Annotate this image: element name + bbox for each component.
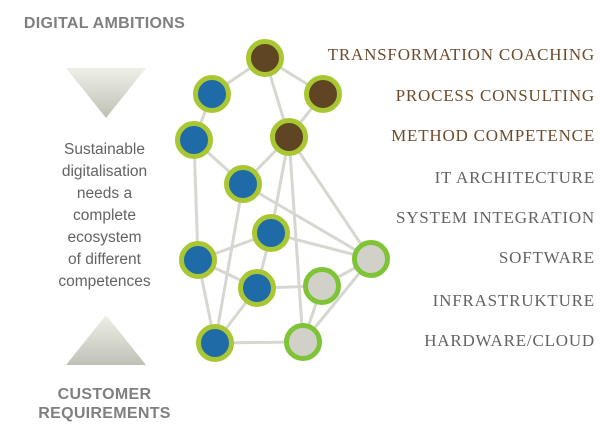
network-node-blue xyxy=(179,241,217,279)
network-node-gray xyxy=(352,240,390,278)
competence-label: SOFTWARE xyxy=(498,248,595,267)
description-line: ecosystem xyxy=(67,229,142,246)
competence-label: HARDWARE/CLOUD xyxy=(424,331,595,350)
description-line: Sustainable xyxy=(63,141,145,158)
network-node-brown xyxy=(304,75,342,113)
description-line: of different xyxy=(68,251,141,268)
network-node-blue xyxy=(175,121,213,159)
network-node-gray xyxy=(303,267,341,305)
description-line: needs a xyxy=(76,185,133,202)
network-node-brown xyxy=(270,118,308,156)
left-panel: DIGITAL AMBITIONS Sustainable digitalisa… xyxy=(22,0,187,437)
competence-label: METHOD COMPETENCE xyxy=(391,126,595,145)
network-node-blue xyxy=(196,324,234,362)
competence-label: TRANSFORMATION COACHING xyxy=(327,45,595,64)
description-line: digitalisation xyxy=(61,163,148,180)
ecosystem-description: Sustainable digitalisation needs a compl… xyxy=(22,139,187,293)
competence-labels: TRANSFORMATION COACHING PROCESS CONSULTIN… xyxy=(275,0,595,437)
network-node-blue xyxy=(252,214,290,252)
description-line: competences xyxy=(58,273,151,290)
competence-label: PROCESS CONSULTING xyxy=(395,86,595,105)
network-node-blue xyxy=(238,269,276,307)
network-edge xyxy=(242,182,372,261)
competence-label: IT ARCHITECTURE xyxy=(434,168,595,187)
network-node-blue xyxy=(224,165,262,203)
network-node-gray xyxy=(284,323,322,361)
competence-label: SYSTEM INTEGRATION xyxy=(395,208,595,227)
description-line: complete xyxy=(73,207,136,224)
digital-ambitions-heading: DIGITAL AMBITIONS xyxy=(23,15,186,32)
network-node-blue xyxy=(193,75,231,113)
competence-label: INFRASTRUKTURE xyxy=(432,291,595,310)
network-edge xyxy=(213,183,245,344)
network-edge xyxy=(287,136,373,260)
customer-requirements-heading: CUSTOMER REQUIREMENTS xyxy=(38,386,171,422)
network-edge xyxy=(192,139,200,261)
network-node-brown xyxy=(246,39,284,77)
